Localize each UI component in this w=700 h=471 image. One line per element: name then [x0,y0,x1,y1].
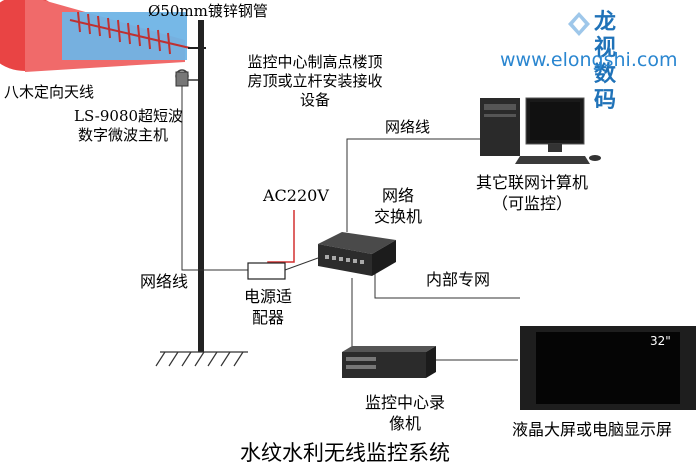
nvr-label: 监控中心录 像机 [360,392,450,434]
networked-computer [480,97,601,164]
nvr-label-line-2: 像机 [388,414,421,433]
computer-label: 其它联网计算机 （可监控） [462,172,602,214]
microwave-host [175,69,198,87]
logo-text: 龙视数码 [594,10,617,113]
logo-mark-icon [568,12,590,36]
lcd-screen [520,326,696,410]
adapter-label-line-1: 电源适 [243,287,292,306]
computer-label-line-1: 其它联网计算机 [475,173,588,192]
ground [155,351,248,367]
website-url: www.elongshi.com [500,49,678,71]
computer-label-line-2: （可监控） [491,194,572,213]
antenna-beam [0,0,187,72]
diagram-title: 水纹水利无线监控系统 [240,441,450,465]
host-label-1: LS-9080超短波 [74,107,184,125]
install-note-line-1: 监控中心制高点楼顶 [247,53,383,71]
yagi-antenna [69,11,191,55]
intranet-label: 内部专网 [426,270,491,289]
ac-label: AC220V [263,186,329,205]
net-cable-top-label: 网络线 [385,118,431,136]
install-note-line-2: 房顶或立杆安装接收 [247,72,383,90]
nvr-label-line-1: 监控中心录 [364,393,445,412]
antenna-label: 八木定向天线 [4,83,95,101]
switch-label-line-2: 交换机 [373,207,422,226]
adapter-label-line-2: 配器 [251,308,284,327]
network-switch [318,232,396,276]
ac-power-wire [267,210,295,265]
net-cable-left-label: 网络线 [140,272,189,291]
host-label-2: 数字微波主机 [78,126,169,144]
screen-size-label: 32" [650,334,671,348]
screen-label: 液晶大屏或电脑显示屏 [512,420,673,439]
power-adapter [247,262,286,280]
install-note: 监控中心制高点楼顶 房顶或立杆安装接收 设备 [240,53,390,110]
install-note-line-3: 设备 [299,91,330,109]
nvr-recorder [342,346,436,378]
pipe-label: Ø50mm镀锌钢管 [148,2,268,20]
adapter-label: 电源适 配器 [238,286,298,328]
switch-label: 网络 交换机 [368,185,428,227]
steel-pole [188,20,206,352]
network-cables [181,86,520,361]
switch-label-line-1: 网络 [381,186,414,205]
